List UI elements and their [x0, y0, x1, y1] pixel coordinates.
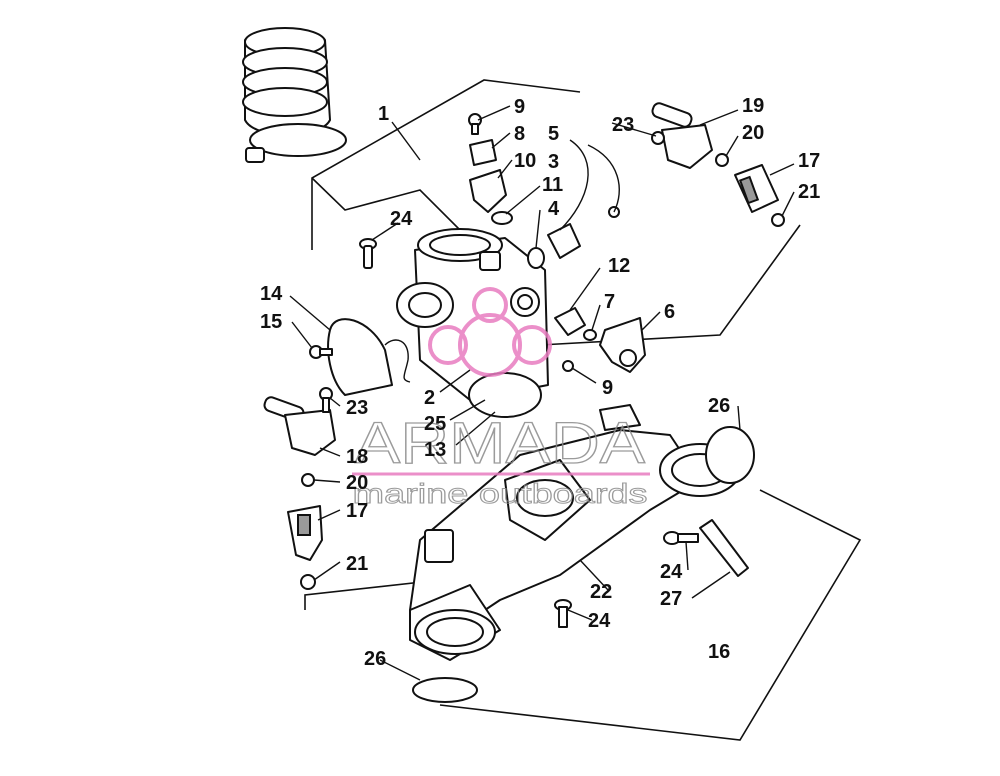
bracket-8: [469, 139, 497, 166]
callout-7: 7: [604, 291, 615, 313]
callouts: 1 9 8 10 11 5 3 4 24 12 7 6 9 14 15 2 25…: [260, 95, 820, 670]
callout-22: 22: [590, 581, 612, 603]
throttle-body: [396, 228, 549, 401]
assembly-bracket-mid: [539, 224, 801, 346]
callout-8: 8: [514, 123, 525, 145]
callout-23-top: 23: [612, 114, 634, 136]
callout-2: 2: [424, 387, 435, 409]
fuel-rail-19: [651, 102, 713, 169]
sensor-6: [599, 317, 646, 373]
washer-20-left: [301, 473, 315, 487]
watermark-brand: ARMADA: [355, 411, 645, 476]
callout-5: 5: [548, 123, 559, 145]
callout-23-left: 23: [346, 397, 368, 419]
sensor-3: [547, 139, 589, 259]
callout-16: 16: [708, 641, 730, 663]
watermark-logo: [428, 287, 552, 377]
bracket-12: [554, 307, 586, 336]
callout-10: 10: [514, 150, 536, 172]
intake-manifold: [409, 404, 741, 661]
gasket-26-bottom: [412, 677, 478, 703]
callout-17-left: 17: [346, 500, 368, 522]
o-ring-11: [491, 211, 513, 225]
callout-6: 6: [664, 301, 675, 323]
bolt-24-right: [663, 531, 699, 545]
watermark-tagline: marine outboards: [353, 478, 648, 509]
callout-24-right: 24: [660, 561, 683, 583]
callout-9-top: 9: [514, 96, 525, 118]
screw-15: [309, 345, 333, 359]
callout-27: 27: [660, 588, 682, 610]
callout-3: 3: [548, 151, 559, 173]
leader-lines: [289, 105, 795, 681]
callout-24-top: 24: [390, 208, 413, 230]
injector-17-left: [287, 505, 323, 561]
o-ring-7: [583, 329, 597, 341]
callout-1: 1: [378, 103, 389, 125]
watermark: ARMADA marine outboards: [352, 287, 650, 510]
strap-27: [699, 519, 749, 577]
callout-11: 11: [542, 174, 563, 196]
assembly-bracket-16: [439, 489, 862, 741]
callout-17-top: 17: [798, 150, 820, 172]
callout-18: 18: [346, 446, 368, 468]
sensor-10: [469, 169, 507, 213]
screw-23-left: [319, 387, 333, 413]
callout-9-lower: 9: [602, 377, 613, 399]
callout-21-top: 21: [798, 181, 820, 203]
gasket-26-right: [705, 426, 755, 484]
assembly-bracket-22: [304, 579, 441, 610]
screw-24-top: [359, 238, 377, 269]
callout-4: 4: [548, 198, 560, 220]
callout-20-left: 20: [346, 472, 368, 494]
callout-14: 14: [260, 283, 283, 305]
washer-20-top: [715, 153, 729, 167]
bolt-24-lower: [554, 599, 572, 628]
screw-9-lower: [562, 360, 574, 372]
intake-hose: [242, 27, 331, 136]
screw-23-top: [651, 131, 665, 145]
screw-9-top: [468, 113, 482, 135]
seal-21-top: [771, 213, 785, 227]
callout-15: 15: [260, 311, 282, 333]
callout-19: 19: [742, 95, 764, 117]
callout-20-top: 20: [742, 122, 764, 144]
injector-17-top: [734, 164, 779, 213]
o-ring-4: [527, 247, 545, 269]
callout-13: 13: [424, 439, 446, 461]
seal-21-left: [300, 574, 316, 590]
assembly-bracket-1: [311, 79, 581, 250]
callout-26-right: 26: [708, 395, 730, 417]
callout-21-left: 21: [346, 553, 368, 575]
callout-12: 12: [608, 255, 630, 277]
screw-5: [587, 144, 620, 218]
hose-clamp: [245, 123, 347, 163]
callout-26-bottom: 26: [364, 648, 386, 670]
callout-25: 25: [424, 413, 446, 435]
sensor-cover: [327, 318, 411, 396]
callout-24-lower: 24: [588, 610, 611, 632]
